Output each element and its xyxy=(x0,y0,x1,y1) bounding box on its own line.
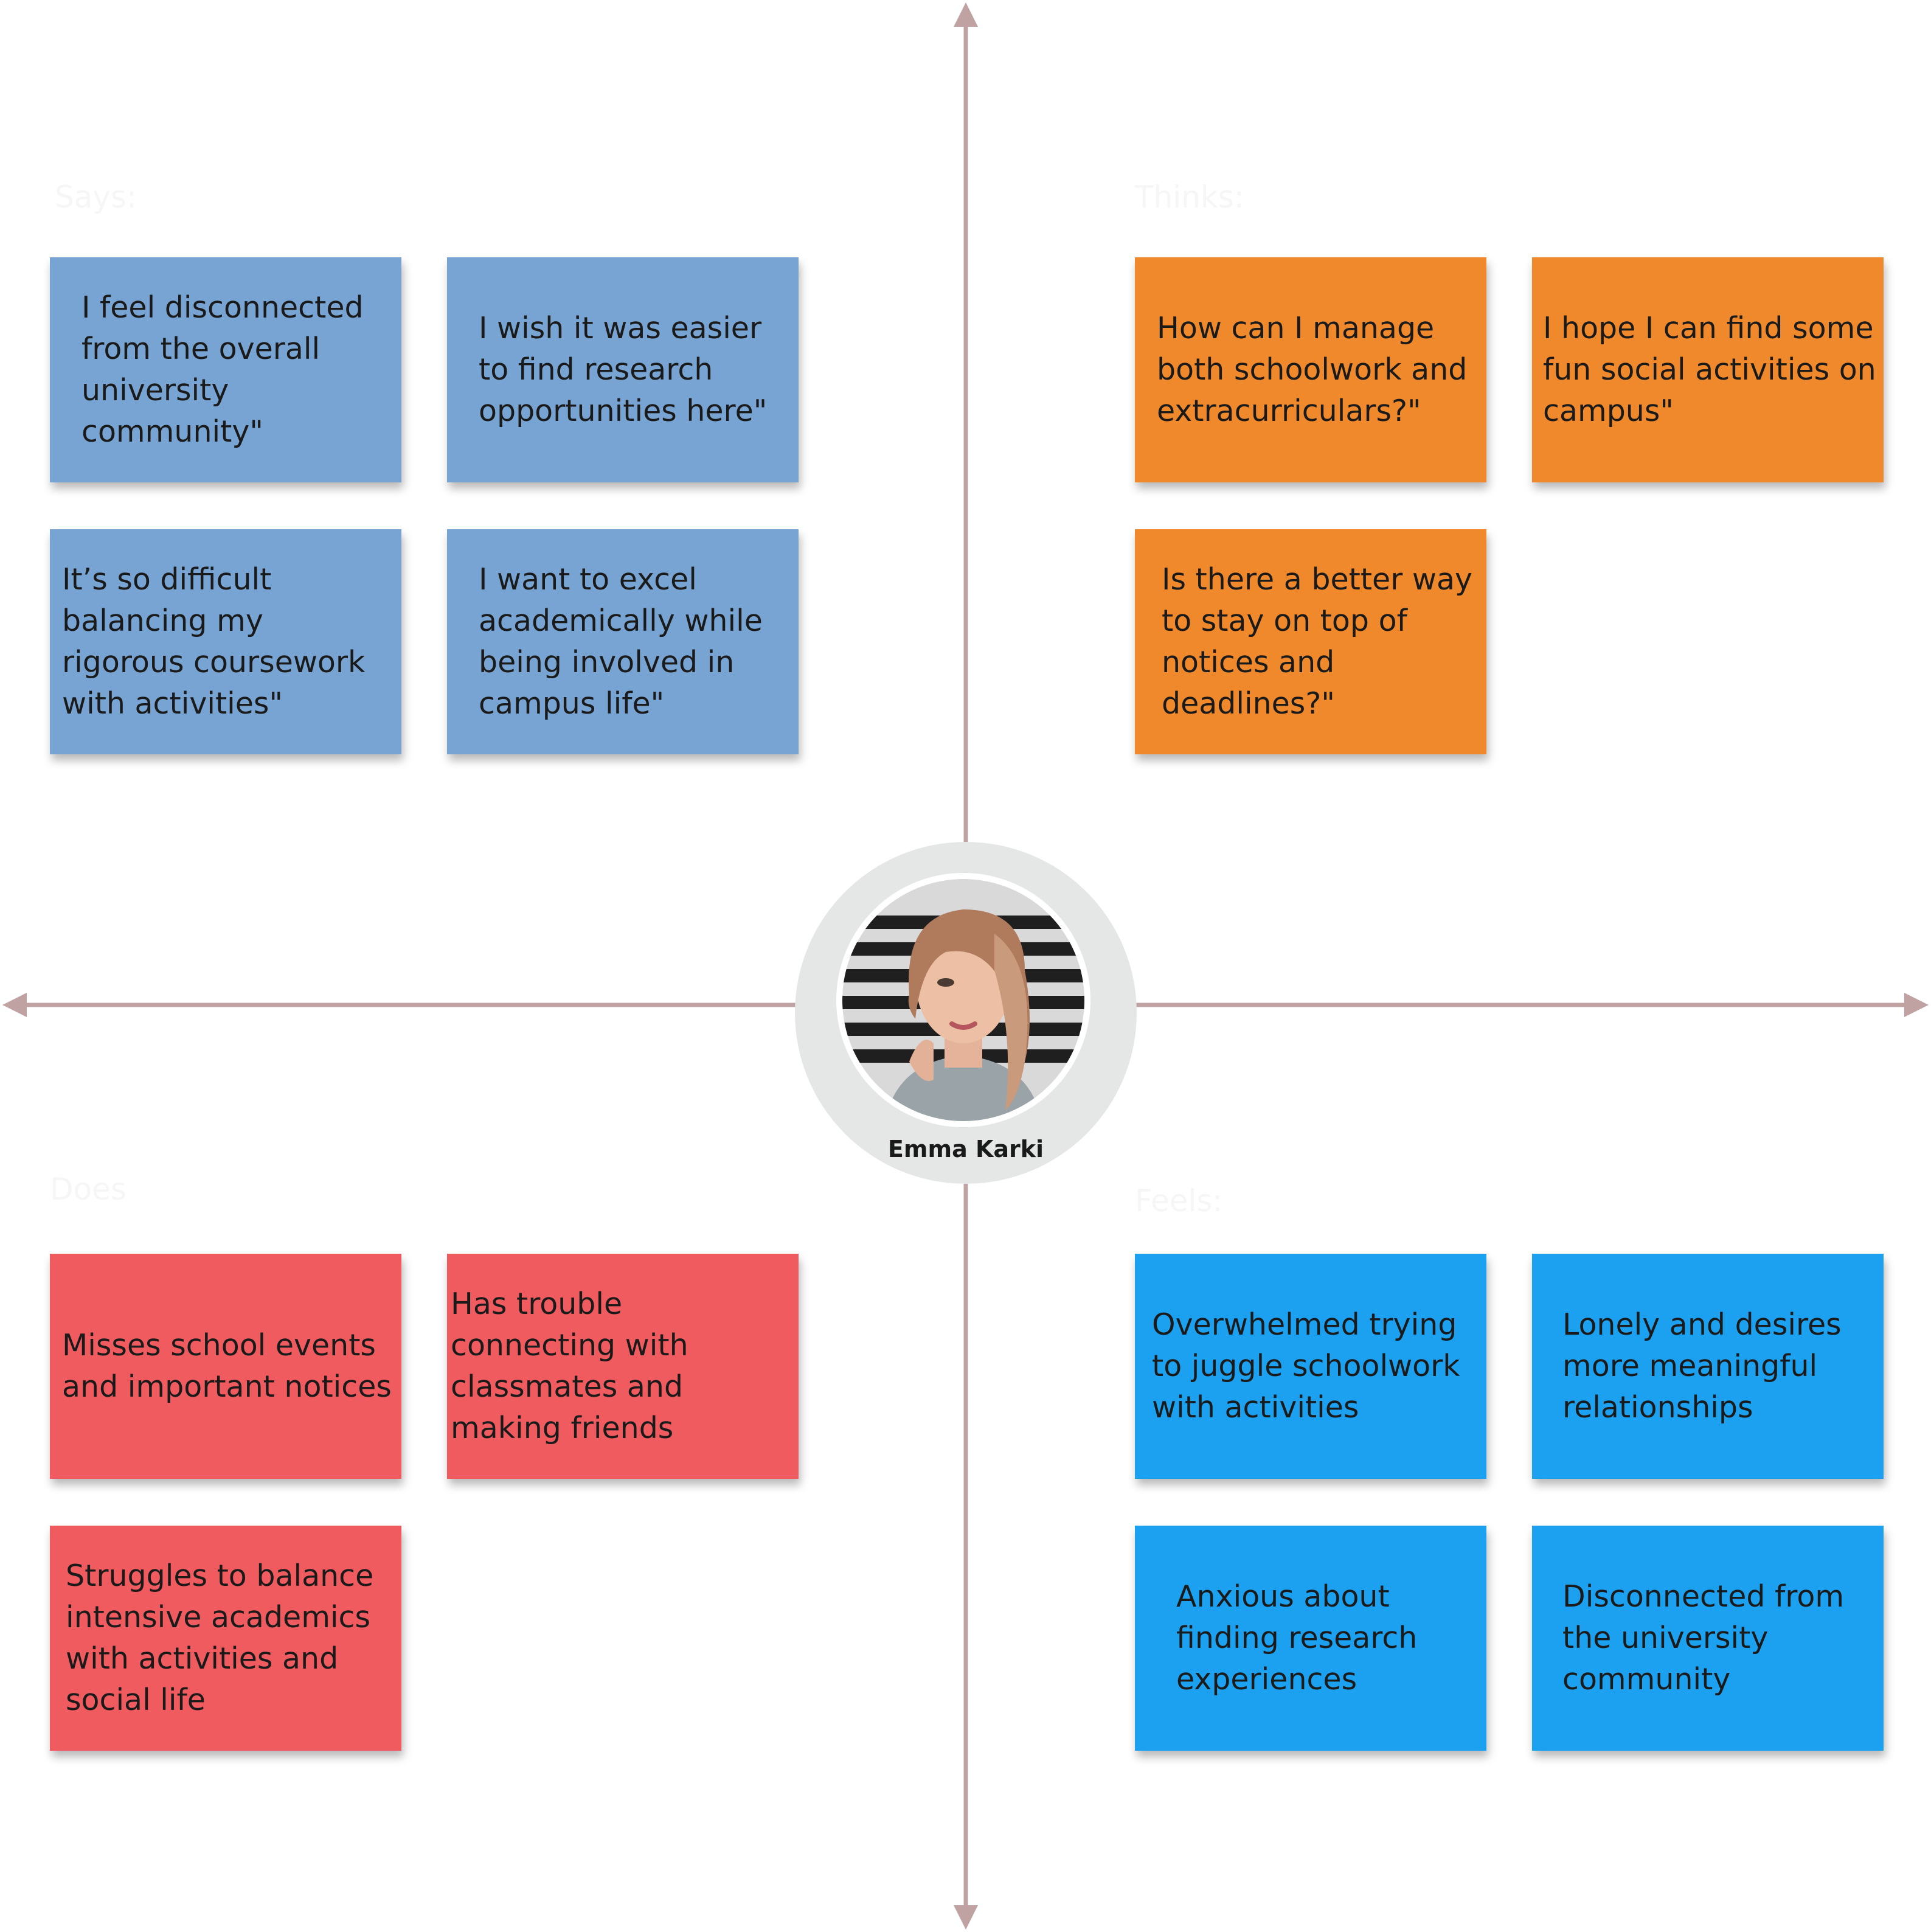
sticky-note-thinks-1[interactable]: How can I manage both schoolwork and ext… xyxy=(1135,257,1486,482)
arrow-down-icon xyxy=(954,1905,978,1930)
arrow-right-icon xyxy=(1904,993,1929,1017)
sticky-note-text: Misses school events and important notic… xyxy=(62,1328,392,1404)
sticky-note-text: I wish it was easier to find research op… xyxy=(479,311,768,428)
arrow-left-icon xyxy=(2,993,27,1017)
sticky-note-text: Struggles to balance intensive academics… xyxy=(66,1558,374,1717)
sticky-note-feels-3[interactable]: Anxious about finding research experienc… xyxy=(1135,1526,1486,1751)
persona-name: Emma Karki xyxy=(887,1136,1044,1162)
sticky-note-feels-1[interactable]: Overwhelmed trying to juggle schoolwork … xyxy=(1135,1254,1486,1479)
sticky-note-says-1[interactable]: I feel disconnected from the overall uni… xyxy=(50,257,401,482)
sticky-note-says-3[interactable]: It’s so difficult balancing my rigorous … xyxy=(50,529,401,754)
quadrant-label-says: Says: xyxy=(55,179,137,215)
sticky-note-does-1[interactable]: Misses school events and important notic… xyxy=(50,1254,401,1479)
quadrant-label-thinks: Thinks: xyxy=(1135,179,1244,215)
quadrant-label-feels: Feels: xyxy=(1135,1183,1223,1218)
sticky-note-says-2[interactable]: I wish it was easier to find research op… xyxy=(447,257,799,482)
sticky-note-thinks-3[interactable]: Is there a better way to stay on top of … xyxy=(1135,529,1486,754)
sticky-note-feels-4[interactable]: Disconnected from the university communi… xyxy=(1532,1526,1884,1751)
sticky-note-text: Disconnected from the university communi… xyxy=(1562,1579,1845,1697)
arrow-up-icon xyxy=(954,2,978,27)
sticky-note-text: Anxious about finding research experienc… xyxy=(1176,1579,1418,1697)
sticky-note-says-4[interactable]: I want to excel academically while being… xyxy=(447,529,799,754)
sticky-note-text: I hope I can find some fun social activi… xyxy=(1543,311,1876,428)
sticky-note-text: I feel disconnected from the overall uni… xyxy=(81,290,364,449)
persona-avatar[interactable] xyxy=(836,873,1090,1127)
sticky-note-text: Is there a better way to stay on top of … xyxy=(1162,562,1473,721)
sticky-note-does-2[interactable]: Has trouble connecting with classmates a… xyxy=(447,1254,799,1479)
sticky-note-text: Has trouble connecting with classmates a… xyxy=(451,1287,688,1445)
sticky-note-thinks-2[interactable]: I hope I can find some fun social activi… xyxy=(1532,257,1884,482)
sticky-note-feels-2[interactable]: Lonely and desires more meaningful relat… xyxy=(1532,1254,1884,1479)
sticky-note-text: Lonely and desires more meaningful relat… xyxy=(1562,1307,1842,1425)
quadrant-label-does: Does xyxy=(50,1172,127,1207)
sticky-note-text: Overwhelmed trying to juggle schoolwork … xyxy=(1152,1307,1460,1425)
sticky-note-text: How can I manage both schoolwork and ext… xyxy=(1157,311,1468,428)
persona-portrait xyxy=(842,879,1084,1121)
sticky-note-text: I want to excel academically while being… xyxy=(479,562,763,721)
sticky-note-does-3[interactable]: Struggles to balance intensive academics… xyxy=(50,1526,401,1751)
sticky-note-text: It’s so difficult balancing my rigorous … xyxy=(62,562,366,721)
